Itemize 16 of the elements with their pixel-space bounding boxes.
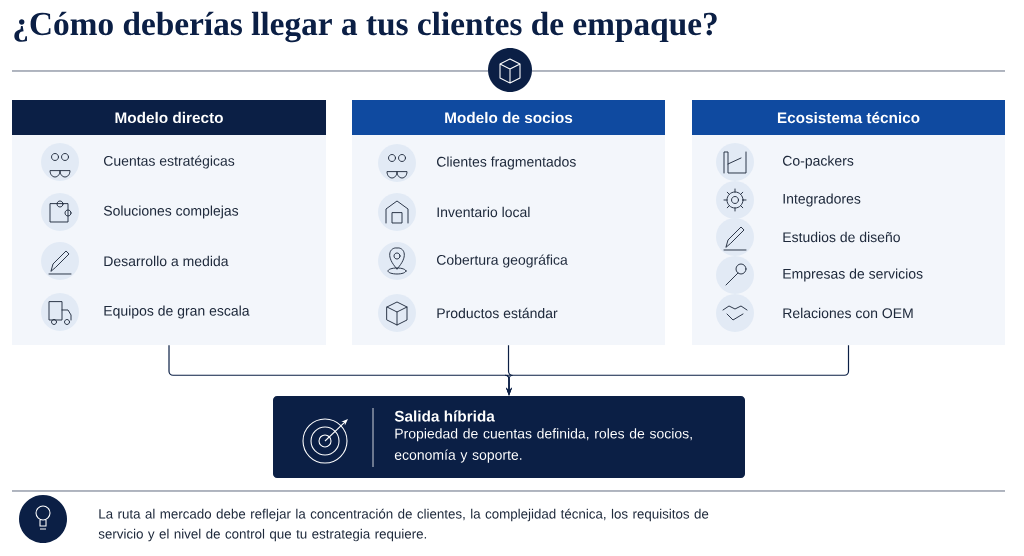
item-text: Desarrollo a medida: [104, 255, 229, 267]
item-text: Soluciones complejas: [103, 205, 239, 219]
note-text: La ruta al mercado debe reflejar la concentración de clientes, la complejidad técnica, los requisitos de servicio y el nivel de control que tu estrategia requiere.: [98, 508, 709, 542]
item-text: Empresas de servicios: [783, 268, 923, 282]
item-text: Equipos de gran escala: [104, 305, 250, 319]
item-text: Cobertura geográfica: [437, 254, 568, 268]
item-text: Inventario local: [437, 206, 530, 218]
item-text: Co-packers: [783, 155, 854, 169]
item-text: Clientes fragmentados: [437, 156, 576, 170]
item-text: Productos estándar: [437, 307, 558, 319]
item-text: Estudios de diseño: [783, 231, 900, 243]
item-text: Cuentas estratégicas: [104, 155, 235, 169]
item-text: Relaciones con OEM: [783, 307, 913, 319]
item-text: Integradores: [783, 193, 861, 207]
title: ¿Cómo deberías llegar a tus clientes de empaque?: [14, 11, 717, 43]
result-box: Salida híbrida Propiedad de cuentas definida, roles de socios, economía y soporte.: [273, 396, 745, 478]
